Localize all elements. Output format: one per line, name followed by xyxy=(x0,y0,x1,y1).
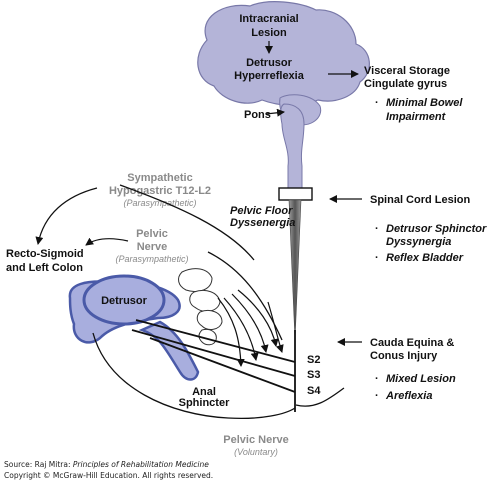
arrow-pelvic-nerve xyxy=(85,237,129,246)
efferent-arrow xyxy=(217,297,245,367)
detrusor-sphinctor-label-1: Detrusor Sphinctor xyxy=(386,223,487,235)
recto-sigmoid-label-1: Recto-Sigmoid xyxy=(6,248,84,260)
sympathetic-nerve-arc xyxy=(119,184,255,261)
pelvic-organs xyxy=(68,268,223,381)
intracranial-lesion-label-2: Lesion xyxy=(251,27,287,39)
visceral-storage-label: Visceral Storage xyxy=(364,65,450,77)
efferent-arrow xyxy=(223,297,259,361)
pelvic-outline-curve xyxy=(92,332,296,420)
detrusor-label: Detrusor xyxy=(101,295,148,307)
nerve-lines xyxy=(92,184,345,420)
detrusor-hyperreflexia-label-1: Detrusor xyxy=(246,57,293,69)
sacrum-vertebra xyxy=(196,309,223,330)
bullet: · xyxy=(375,373,379,385)
recto-sigmoid-label-2: and Left Colon xyxy=(6,262,83,274)
cauda-equina-label-1: Cauda Equina & xyxy=(370,337,454,349)
s2-nerve-line xyxy=(135,319,296,363)
cauda-equina-label-2: Conus Injury xyxy=(370,350,438,362)
sympathetic-label-1: Sympathetic xyxy=(127,172,192,184)
pelvic-nerve-label-2: Nerve xyxy=(137,241,168,253)
arrow-sympathetic xyxy=(35,187,98,245)
brain-stem xyxy=(280,103,305,189)
sympathetic-note: (Parasympathetic) xyxy=(123,198,196,208)
detrusor-sphinctor-label-2: Dyssynergia xyxy=(386,236,451,248)
pelvic-nerve-voluntary-note: (Voluntary) xyxy=(234,447,278,457)
s3-nerve-line xyxy=(131,329,296,377)
arrow-pons xyxy=(265,108,285,117)
spinal-cord xyxy=(278,187,313,412)
bullet: · xyxy=(375,252,379,264)
pelvic-outline-curve xyxy=(207,251,283,341)
cingulate-gyrus-label: Cingulate gyrus xyxy=(364,78,447,90)
s4-label: S4 xyxy=(307,385,321,397)
pelvic-floor-label-2: Dyssenergia xyxy=(230,217,295,229)
pelvic-floor-label-1: Pelvic Floor xyxy=(230,205,293,217)
s3-label: S3 xyxy=(307,369,320,381)
bullet: · xyxy=(375,390,379,402)
pelvic-nerve-label-1: Pelvic xyxy=(136,228,168,240)
spinal-lesion-marker xyxy=(278,187,313,201)
source-line-2: Copyright © McGraw-Hill Education. All r… xyxy=(4,471,213,480)
intracranial-lesion-label-1: Intracranial xyxy=(239,13,298,25)
reflex-bladder-label: Reflex Bladder xyxy=(386,252,464,264)
sacrum-vertebra xyxy=(189,289,221,312)
lower-nerve-arc xyxy=(295,387,345,407)
minimal-bowel-label-1: Minimal Bowel xyxy=(386,97,463,109)
brain-cerebrum xyxy=(197,1,370,106)
sympathetic-label-2: Hypogastric T12-L2 xyxy=(109,185,211,197)
detrusor-hyperreflexia-label-2: Hyperreflexia xyxy=(234,70,305,82)
efferent-arrow xyxy=(237,289,279,347)
source-line-1: Source: Raj Mitra: Principles of Rehabil… xyxy=(4,460,209,469)
spinal-cord-lesion-label: Spinal Cord Lesion xyxy=(370,194,471,206)
mixed-lesion-label: Mixed Lesion xyxy=(386,373,456,385)
source-prefix: Source: Raj Mitra: xyxy=(4,460,73,469)
areflexia-label: Areflexia xyxy=(385,390,432,402)
anal-canal xyxy=(138,320,200,381)
spinal-cord-taper xyxy=(288,199,302,341)
efferent-arrow xyxy=(231,293,269,353)
sacrum-vertebra xyxy=(178,268,213,292)
pelvic-nerve-voluntary-label: Pelvic Nerve xyxy=(223,434,288,446)
source-title: Principles of Rehabilitation Medicine xyxy=(73,460,209,469)
bullet: · xyxy=(375,97,379,109)
anal-sphincter-label-1: Anal xyxy=(192,386,216,398)
minimal-bowel-label-2: Impairment xyxy=(386,111,447,123)
anal-sphincter-label-2: Sphincter xyxy=(179,397,230,409)
efferent-arrow xyxy=(267,301,284,353)
detrusor-bladder xyxy=(82,274,166,326)
s4-nerve-line xyxy=(149,337,296,393)
s2-label: S2 xyxy=(307,354,320,366)
bullet: · xyxy=(375,223,379,235)
pons-label: Pons xyxy=(244,109,271,121)
pelvic-nerve-note: (Parasympathetic) xyxy=(115,254,188,264)
